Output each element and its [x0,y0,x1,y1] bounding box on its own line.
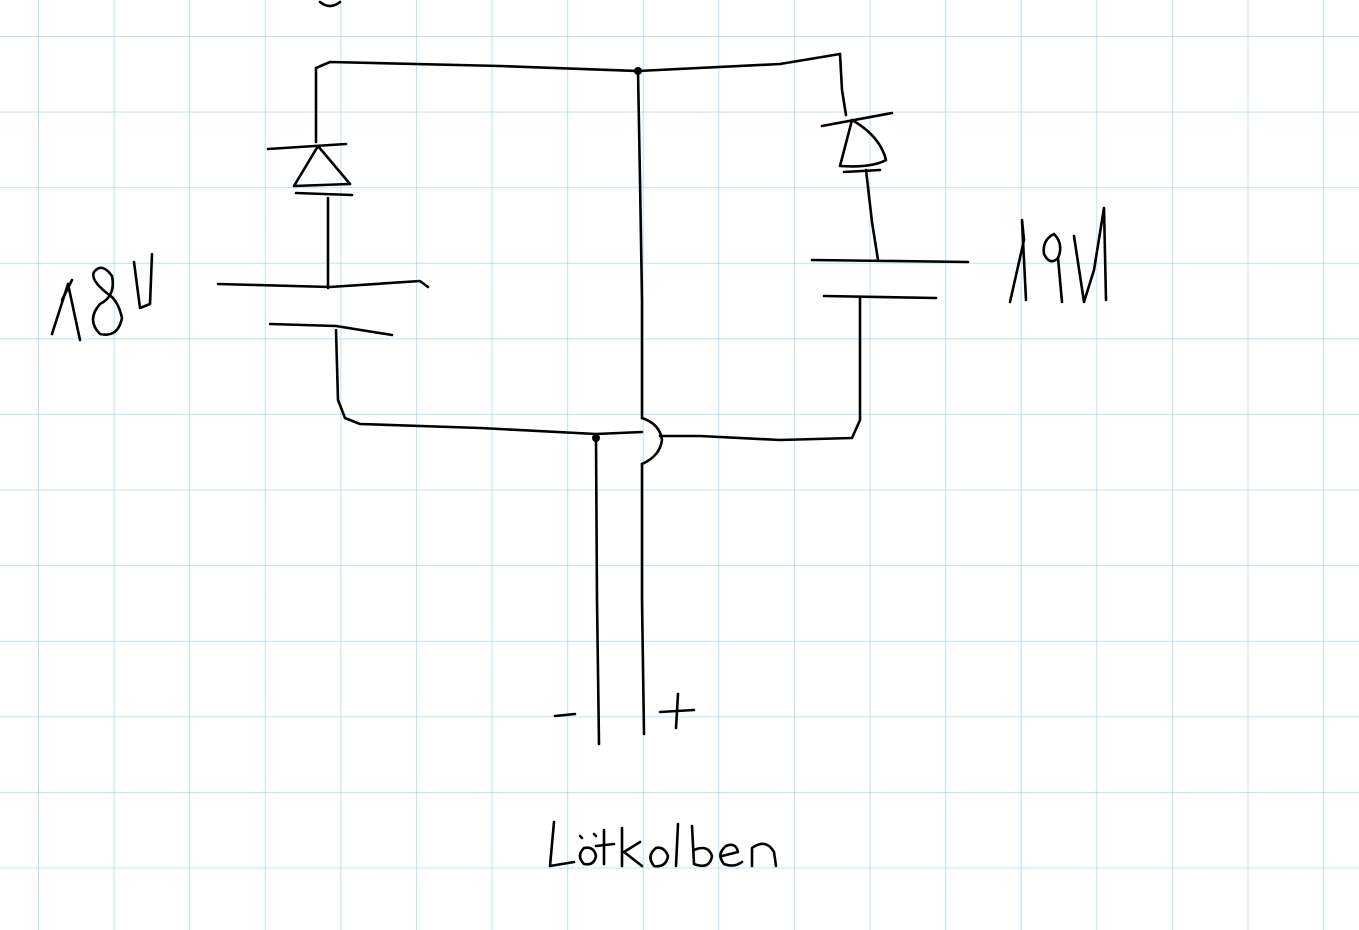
positive-terminal-text: + [670,708,678,719]
junction-top [634,67,642,75]
left-voltage-text: 18V [52,284,131,330]
negative-sign [553,712,577,718]
right-wire-bottom [658,296,862,442]
crossover-left-link [594,430,644,436]
center-wire [636,69,644,420]
right-wire-middle [864,168,880,262]
left-voltage-label: 18V [50,252,154,342]
negative-terminal-text: - [560,708,564,719]
load-text: Lötkolben [550,826,744,872]
positive-sign-vertical [674,692,680,730]
left-battery [216,279,430,337]
negative-lead [594,436,601,746]
left-wire-bottom [334,328,598,436]
right-diode [820,111,894,174]
right-battery [810,258,970,300]
right-wire-top [838,52,848,117]
right-voltage-label: 19V [1008,206,1108,304]
top-wire [314,52,842,73]
crossover-hop [640,416,664,466]
positive-lead [640,462,646,736]
stray-top-mark [318,0,342,8]
load-label: Lötkolben [548,820,778,872]
left-diode [266,142,354,197]
right-voltage-text: 19V [1010,244,1108,302]
